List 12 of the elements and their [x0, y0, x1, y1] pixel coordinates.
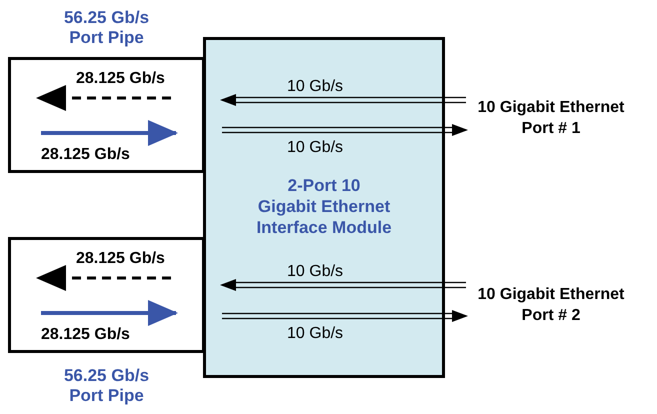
pipe-label: 56.25 Gb/s Port Pipe	[62, 366, 150, 406]
port-label: 10 Gigabit Ethernet Port # 2	[466, 284, 636, 326]
module-label: 2-Port 10 Gigabit Ethernet Interface Module	[255, 175, 393, 238]
double-line-arrow	[220, 279, 467, 291]
rate-label: 28.125 Gb/s	[41, 326, 130, 344]
module-box	[203, 37, 445, 378]
double-line-arrow	[221, 310, 468, 322]
double-line-arrow	[221, 124, 468, 136]
rate-label: 28.125 Gb/s	[41, 146, 130, 164]
port-label: 10 Gigabit Ethernet Port # 1	[466, 97, 636, 139]
pipe-label: 56.25 Gb/s Port Pipe	[62, 8, 150, 48]
double-line-arrow	[220, 94, 467, 106]
